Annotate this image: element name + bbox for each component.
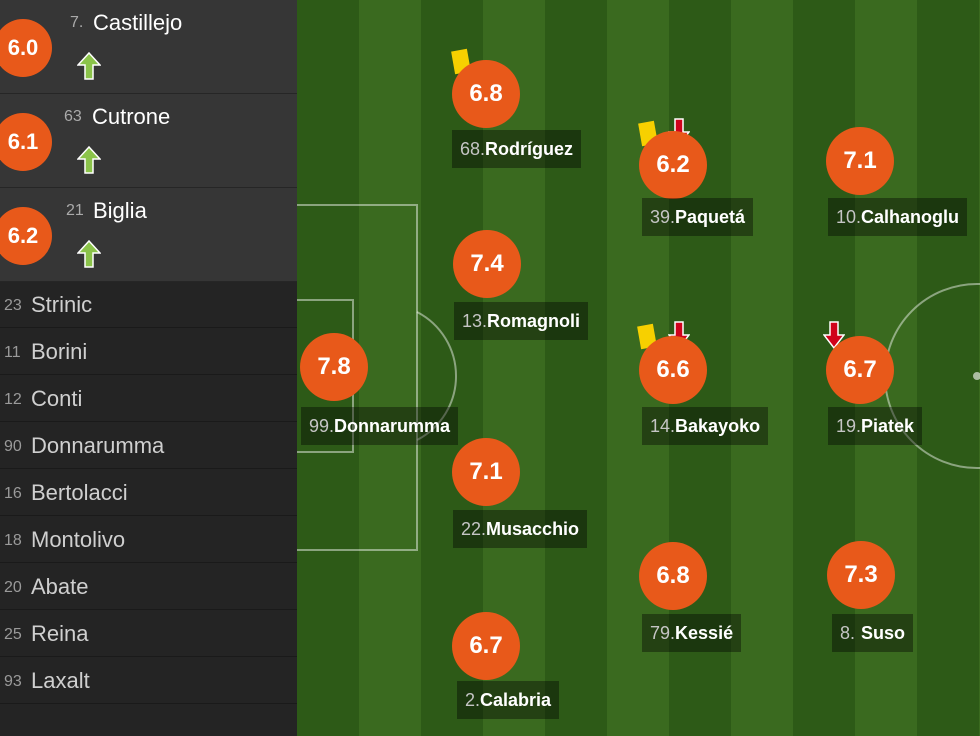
player-label[interactable]: 2.Calabria [457, 681, 560, 719]
shirt-number: 12 [4, 391, 22, 408]
rating-badge: 6.0 [0, 19, 52, 77]
player-label[interactable]: 22.Musacchio [453, 510, 588, 548]
player-name: Bertolacci [31, 480, 128, 505]
player-label[interactable]: 99.Donnarumma [301, 407, 459, 445]
player-name: Suso [861, 622, 906, 643]
player-name: Strinic [31, 292, 93, 317]
player-name: Reina [31, 621, 89, 646]
shirt-number: 18 [4, 532, 22, 549]
shirt-number: 25 [4, 626, 22, 643]
rating-badge: 6.8 [452, 60, 520, 128]
player-name: Romagnoli [487, 310, 581, 331]
shirt-number: 22. [461, 518, 487, 539]
bench-row[interactable]: 12 Conti [0, 376, 297, 422]
player-label[interactable]: 13.Romagnoli [454, 302, 589, 340]
bench-row[interactable]: 93 Laxalt [0, 658, 297, 704]
green-up-arrow-icon [77, 146, 101, 174]
bench-row[interactable]: 18 Montolivo [0, 517, 297, 563]
rating-badge: 6.7 [826, 336, 894, 404]
player-name: Calhanoglu [861, 206, 960, 227]
bench-row[interactable]: 25 Reina [0, 611, 297, 657]
substitutes-panel: 6.0 7. Castillejo 6.1 63 Cutrone 6.2 21 … [0, 0, 297, 736]
shirt-number: 79. [650, 622, 676, 643]
sub-in-row[interactable]: 6.0 7. Castillejo [0, 0, 297, 94]
rating-badge: 7.3 [827, 541, 895, 609]
shirt-number: 23 [4, 297, 22, 314]
shirt-number: 21 [66, 202, 84, 219]
bench-row[interactable]: 20 Abate [0, 564, 297, 610]
shirt-number: 90 [4, 438, 22, 455]
red-down-arrow-icon [823, 321, 845, 349]
bench-row[interactable]: 16 Bertolacci [0, 470, 297, 516]
player-label[interactable]: 10.Calhanoglu [828, 198, 968, 236]
player-name: Piatek [861, 415, 915, 436]
player-name: Donnarumma [334, 415, 451, 436]
rating-badge: 6.2 [639, 131, 707, 199]
shirt-number: 68. [460, 138, 486, 159]
player-name: Montolivo [31, 527, 126, 552]
rating-badge: 7.1 [826, 127, 894, 195]
shirt-number: 93 [4, 673, 22, 690]
bench-row[interactable]: 11 Borini [0, 329, 297, 375]
player-name: Rodríguez [485, 138, 574, 159]
shirt-number: 19. [836, 415, 862, 436]
player-name: Laxalt [31, 668, 90, 693]
player-name: Calabria [480, 689, 552, 710]
player-name: Cutrone [92, 104, 171, 129]
bench-row[interactable]: 90 Donnarumma [0, 423, 297, 469]
shirt-number: 99. [309, 415, 335, 436]
player-name: Musacchio [486, 518, 580, 539]
green-up-arrow-icon [77, 240, 101, 268]
player-label[interactable]: 14.Bakayoko [642, 407, 769, 445]
rating-badge: 7.1 [452, 438, 520, 506]
player-name: Abate [31, 574, 89, 599]
player-name: Kessié [675, 622, 734, 643]
shirt-number: 2. [465, 689, 481, 710]
rating-badge: 6.2 [0, 207, 52, 265]
shirt-number: 20 [4, 579, 22, 596]
sub-in-row[interactable]: 6.1 63 Cutrone [0, 94, 297, 188]
rating-badge: 7.8 [300, 333, 368, 401]
shirt-number: 63 [64, 108, 82, 125]
shirt-number: 10. [836, 206, 862, 227]
player-label[interactable]: 68.Rodríguez [452, 130, 582, 168]
player-name: Borini [31, 339, 88, 364]
shirt-number: 11 [4, 344, 21, 361]
shirt-number: 8. [840, 622, 856, 643]
player-label[interactable]: 79.Kessié [642, 614, 742, 652]
sub-in-row[interactable]: 6.2 21 Biglia [0, 188, 297, 282]
player-name: Donnarumma [31, 433, 165, 458]
player-name: Castillejo [93, 10, 183, 35]
green-up-arrow-icon [77, 52, 101, 80]
shirt-number: 16 [4, 485, 22, 502]
rating-badge: 6.8 [639, 542, 707, 610]
bench-row[interactable]: 23 Strinic [0, 282, 297, 328]
shirt-number: 39. [650, 206, 676, 227]
player-name: Bakayoko [675, 415, 761, 436]
shirt-number: 14. [650, 415, 676, 436]
shirt-number: 13. [462, 310, 488, 331]
pitch: 7.8 99.Donnarumma 6.8 68.Rodríguez 7.4 1… [297, 0, 980, 736]
player-label[interactable]: 39.Paquetá [642, 198, 754, 236]
player-name: Biglia [93, 198, 147, 223]
player-label[interactable]: 8.Suso [832, 614, 914, 652]
rating-badge: 6.7 [452, 612, 520, 680]
shirt-number: 7. [70, 14, 84, 31]
player-name: Paquetá [675, 206, 746, 227]
rating-badge: 7.4 [453, 230, 521, 298]
rating-badge: 6.6 [639, 336, 707, 404]
rating-badge: 6.1 [0, 113, 52, 171]
player-label[interactable]: 19.Piatek [828, 407, 923, 445]
player-name: Conti [31, 386, 83, 411]
